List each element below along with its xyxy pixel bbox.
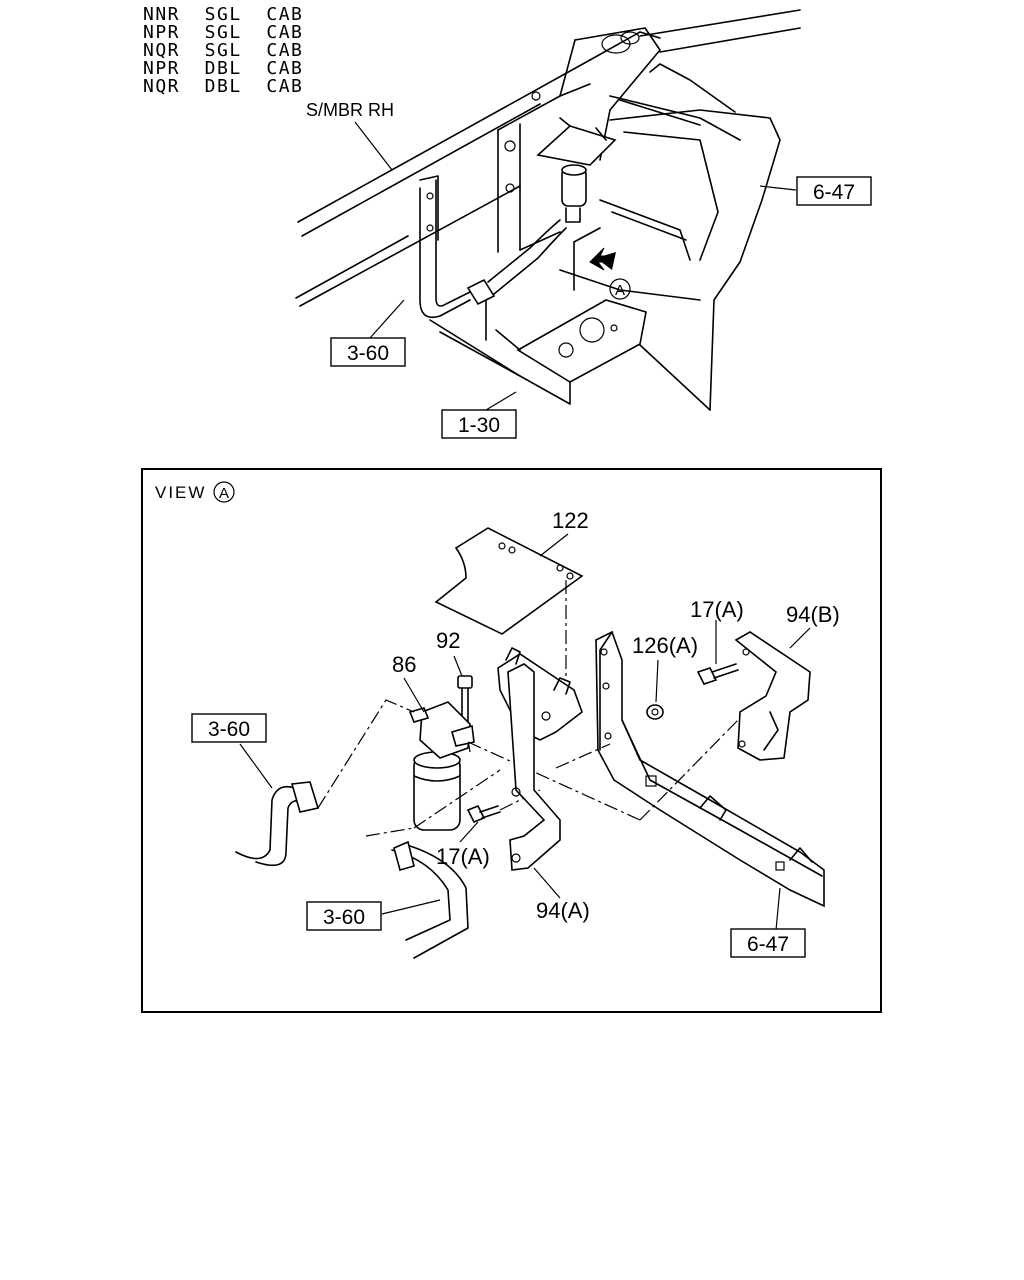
part-126a-label: 126(A) xyxy=(632,633,698,658)
view-marker-circle xyxy=(609,278,631,300)
view-a-illustration xyxy=(235,527,825,959)
ref-box-3-60 xyxy=(330,337,406,367)
view-a-ref-box-3-60-upper xyxy=(191,713,267,743)
view-a-ref-3-60-upper-label: 3-60 xyxy=(208,718,250,741)
part-122-label: 122 xyxy=(552,508,589,533)
part-17a-top-label: 17(A) xyxy=(690,597,744,622)
ref-box-1-30 xyxy=(441,409,517,439)
part-92-label: 92 xyxy=(436,628,460,653)
model-line: NQR DBL CAB xyxy=(143,76,304,97)
ref-1-30-label: 1-30 xyxy=(458,414,500,437)
model-line: NNR SGL CAB xyxy=(143,4,304,25)
top-assembly-illustration xyxy=(295,9,801,411)
ref-6-47-label: 6-47 xyxy=(813,181,855,204)
model-line: NPR SGL CAB xyxy=(143,22,304,43)
view-a-title: VIEW xyxy=(155,483,206,502)
ref-3-60-label: 3-60 xyxy=(347,342,389,365)
model-list: NNR SGL CAB NPR SGL CAB NQR SGL CAB NPR … xyxy=(143,6,303,96)
view-a-marker-circle xyxy=(213,481,235,503)
view-a-marker-letter: A xyxy=(219,485,229,502)
part-86-label: 86 xyxy=(392,652,416,677)
part-94a-label: 94(A) xyxy=(536,898,590,923)
model-line: NPR DBL CAB xyxy=(143,58,304,79)
view-a-ref-3-60-lower-label: 3-60 xyxy=(323,906,365,929)
model-line: NQR SGL CAB xyxy=(143,40,304,61)
view-a-ref-6-47-label: 6-47 xyxy=(747,933,789,956)
member-label: S/MBR RH xyxy=(306,100,394,120)
view-a-ref-box-6-47 xyxy=(730,928,806,958)
ref-box-6-47 xyxy=(796,176,872,206)
view-a-frame xyxy=(141,468,882,1013)
view-marker-letter: A xyxy=(615,282,625,299)
part-94b-label: 94(B) xyxy=(786,602,840,627)
view-a-ref-box-3-60-lower xyxy=(306,901,382,931)
part-17a-bottom-label: 17(A) xyxy=(436,844,490,869)
